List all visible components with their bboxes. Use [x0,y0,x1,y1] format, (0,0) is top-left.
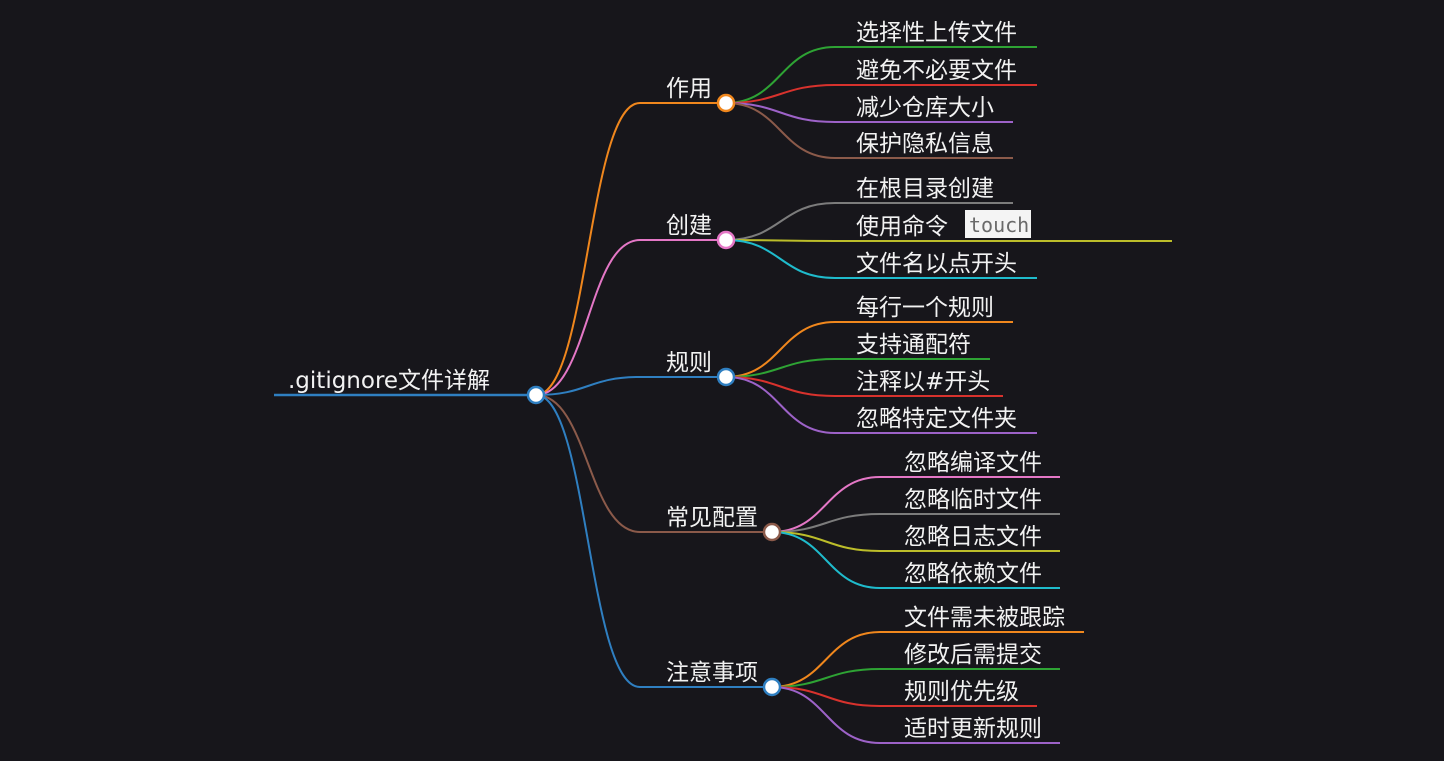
branch-topic-label[interactable]: 注意事项 [666,660,758,686]
leaf-topic-label[interactable]: 文件名以点开头 [856,251,1017,277]
leaf-topic-label[interactable]: 文件需未被跟踪 [904,605,1065,631]
leaf-connector [725,321,836,378]
leaf-topic-label[interactable]: 避免不必要文件 [856,58,1017,84]
leaf-connector [725,102,836,123]
leaf-connector [725,358,836,378]
leaf-connector [771,668,881,688]
root-topic-label[interactable]: .gitignore文件详解 [288,368,490,394]
leaf-connector [771,631,881,688]
branch-connector [535,394,641,688]
leaf-topic-label[interactable]: 在根目录创建 [856,176,994,202]
leaf-topic-label[interactable]: 忽略编译文件 [904,450,1042,476]
branch-topic-label[interactable]: 作用 [666,76,712,102]
mindmap-labels: .gitignore文件详解 作用 选择性上传文件避免不必要文件减少仓库大小保护隐私… [288,20,1065,742]
leaf-topic-label[interactable]: 使用命令 [856,214,948,240]
leaf-connector [725,376,836,397]
leaf-topic-label[interactable]: 减少仓库大小 [856,95,994,121]
branch-collapse-node[interactable] [762,522,782,542]
leaf-connector [725,239,836,242]
branch-topic-label[interactable]: 创建 [666,213,712,239]
leaf-connector [725,202,836,241]
branch-connector [535,376,641,396]
branch-topic-label[interactable]: 常见配置 [666,505,758,531]
branch-collapse-node[interactable] [762,677,782,697]
leaf-topic-label[interactable]: 忽略日志文件 [904,524,1042,550]
leaf-topic-label[interactable]: 忽略依赖文件 [904,561,1042,587]
leaf-connector [725,376,836,434]
leaf-topic-label[interactable]: 适时更新规则 [904,716,1042,742]
leaf-connector [771,531,881,589]
branch-connector [535,394,641,533]
leaf-topic-label[interactable]: 保护隐私信息 [856,131,994,157]
root-collapse-node[interactable] [526,385,546,405]
leaf-connector [771,476,881,533]
branch-connector [535,102,641,396]
leaf-connector [771,686,881,744]
leaf-topic-label[interactable]: 支持通配符 [856,332,971,358]
inline-code-background [965,210,1031,238]
branch-connector [535,239,641,396]
mindmap-edges [274,46,1172,744]
leaf-connector [771,531,881,552]
leaf-topic-label[interactable]: 修改后需提交 [904,642,1042,668]
leaf-topic-label[interactable]: 忽略临时文件 [904,487,1042,513]
branch-collapse-node[interactable] [716,230,736,250]
leaf-connector [725,102,836,159]
branch-collapse-node[interactable] [716,367,736,387]
inline-code-label: touch [969,213,1029,237]
leaf-topic-label[interactable]: 注释以#开头 [856,369,990,395]
branch-topic-label[interactable]: 规则 [666,350,712,376]
mindmap-nodes [526,93,782,697]
leaf-topic-label[interactable]: 每行一个规则 [856,295,994,321]
leaf-topic-label[interactable]: 规则优先级 [904,679,1019,705]
leaf-connector [725,46,836,104]
leaf-connector [771,513,881,533]
leaf-topic-label[interactable]: 忽略特定文件夹 [856,406,1017,432]
leaf-connector [725,239,836,279]
branch-collapse-node[interactable] [716,93,736,113]
leaf-connector [771,686,881,707]
leaf-connector [725,84,836,104]
leaf-topic-label[interactable]: 选择性上传文件 [856,20,1017,46]
